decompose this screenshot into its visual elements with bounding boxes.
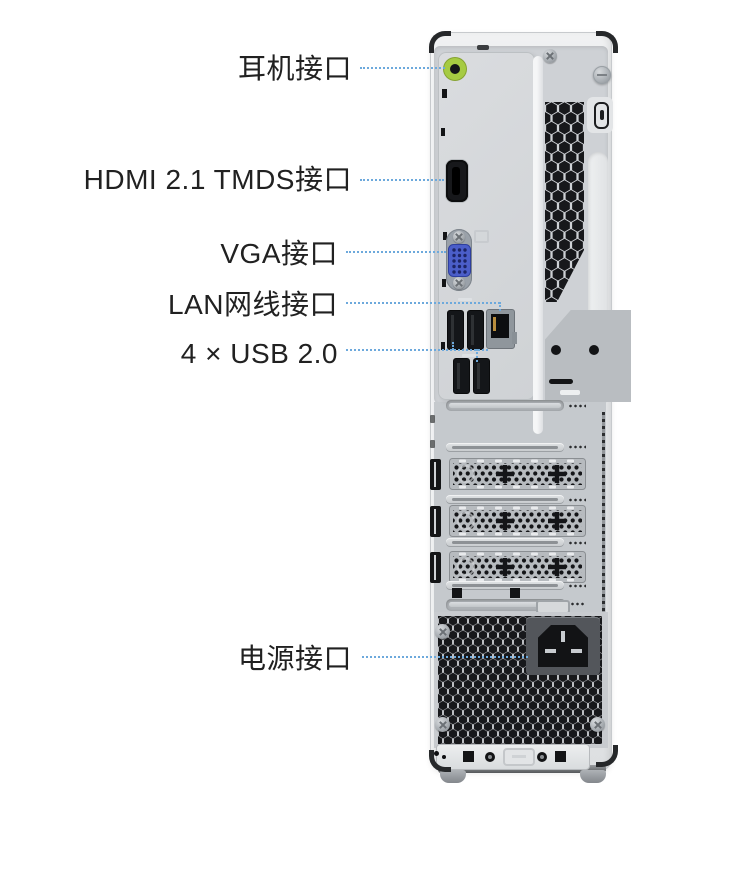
rivet-dots [568, 445, 586, 449]
leader-hdmi [360, 179, 444, 181]
power-pin-right [571, 649, 582, 653]
psu-bracket-plate [545, 310, 631, 402]
vga-port [446, 229, 472, 291]
slot-rail [446, 495, 564, 504]
leader-lan [346, 302, 500, 304]
power-inlet-socket [538, 625, 588, 667]
headphone-jack [444, 58, 466, 80]
leader-usb-stub-up [452, 342, 454, 350]
kensington-lock-slot-icon [594, 102, 609, 129]
edge-clip [441, 128, 445, 136]
chassis-seam [533, 56, 543, 434]
psu-screw-icon [435, 624, 450, 639]
bracket-square-cutout [555, 751, 566, 762]
expansion-slot-cover-2 [449, 505, 586, 537]
rivet-dots [568, 498, 586, 502]
power-pin-left [545, 649, 556, 653]
side-vent-grille [545, 102, 584, 302]
bracket-round-center [540, 755, 544, 759]
computer-case-rear [429, 31, 631, 783]
lan-port-pins [493, 317, 496, 331]
rivet-dots [568, 404, 586, 408]
display-emboss-icon [474, 230, 489, 243]
slot-latch [430, 459, 441, 490]
leader-lan-drop [499, 302, 501, 311]
vga-screw-post [453, 231, 465, 243]
bracket-round-center [488, 755, 492, 759]
bracket-hole [589, 345, 599, 355]
bracket-round-cutout [485, 752, 495, 762]
psu-area [434, 612, 608, 748]
thumbscrew-icon [593, 66, 611, 84]
emboss-mark [430, 415, 435, 423]
vent-slit [560, 390, 580, 395]
bracket-slot-emboss [503, 748, 535, 766]
headphone-jack-hole [450, 64, 460, 74]
lan-port [486, 309, 517, 349]
callout-headphone-label: 耳机接口 [237, 53, 352, 84]
edge-clip [442, 89, 447, 98]
bracket-hole [551, 345, 561, 355]
callout-lan-label: LAN网线接口 [168, 289, 338, 320]
top-notch [477, 45, 489, 50]
expansion-slot-cover-1 [449, 458, 586, 490]
rivet-dots [568, 541, 586, 545]
leader-power [362, 656, 528, 658]
expansion-groove-top [446, 400, 564, 411]
callout-power-label: 电源接口 [237, 643, 352, 674]
power-inlet [526, 617, 600, 675]
kensington-slot-hole [599, 110, 604, 120]
callout-hdmi-label: HDMI 2.1 TMDS接口 [83, 164, 352, 195]
hdmi-port [446, 160, 468, 202]
lan-port-tab [512, 332, 517, 344]
rubber-foot [440, 770, 466, 783]
leader-usb-stub-down [476, 349, 478, 362]
callout-vga-label: VGA接口 [220, 238, 338, 269]
kensington-plate [587, 97, 613, 133]
vga-screw-post [453, 277, 465, 289]
usb-port-4 [473, 358, 490, 394]
corner-trim [429, 31, 451, 53]
usb-port-2 [467, 310, 484, 350]
top-screw-icon [543, 49, 557, 63]
emboss-mark [430, 440, 435, 448]
mount-square [510, 588, 520, 598]
rivet-dots [568, 584, 586, 588]
vga-connector [448, 244, 471, 277]
usb-emboss-icon [462, 354, 476, 357]
rubber-foot [580, 770, 606, 783]
leader-usb [346, 349, 488, 351]
slot-rail [446, 443, 564, 452]
edge-clip [442, 279, 446, 287]
usb-emboss-icon [458, 298, 472, 301]
corner-trim [596, 745, 618, 767]
expansion-slot-cover-3 [449, 551, 586, 583]
bottom-bracket [436, 744, 590, 770]
slot-rail [446, 538, 564, 547]
slot-latch [430, 552, 441, 583]
expansion-edge-stitch [602, 412, 605, 642]
usb-port-3 [453, 358, 470, 394]
usb-port-1 [447, 310, 464, 350]
slot-rail [446, 581, 564, 590]
callout-usb-label: 4 × USB 2.0 [180, 338, 338, 369]
edge-clip [443, 232, 447, 240]
leader-vga [346, 251, 446, 253]
hdmi-port-slot [452, 167, 460, 195]
corner-trim [596, 31, 618, 53]
edge-clip [441, 342, 445, 350]
bracket-round-cutout [537, 752, 547, 762]
slot-latch [430, 506, 441, 537]
side-handle-groove [588, 152, 608, 342]
bracket-square-cutout [463, 751, 474, 762]
bracket-slot [549, 379, 573, 384]
psu-screw-icon [435, 717, 450, 732]
power-pin-top [561, 631, 565, 642]
leader-headphone [360, 67, 445, 69]
bracket-slot-line [512, 755, 526, 758]
rivet-dots [570, 602, 586, 606]
mount-square [452, 588, 462, 598]
corner-trim [429, 750, 451, 772]
psu-screw-icon [590, 717, 605, 732]
